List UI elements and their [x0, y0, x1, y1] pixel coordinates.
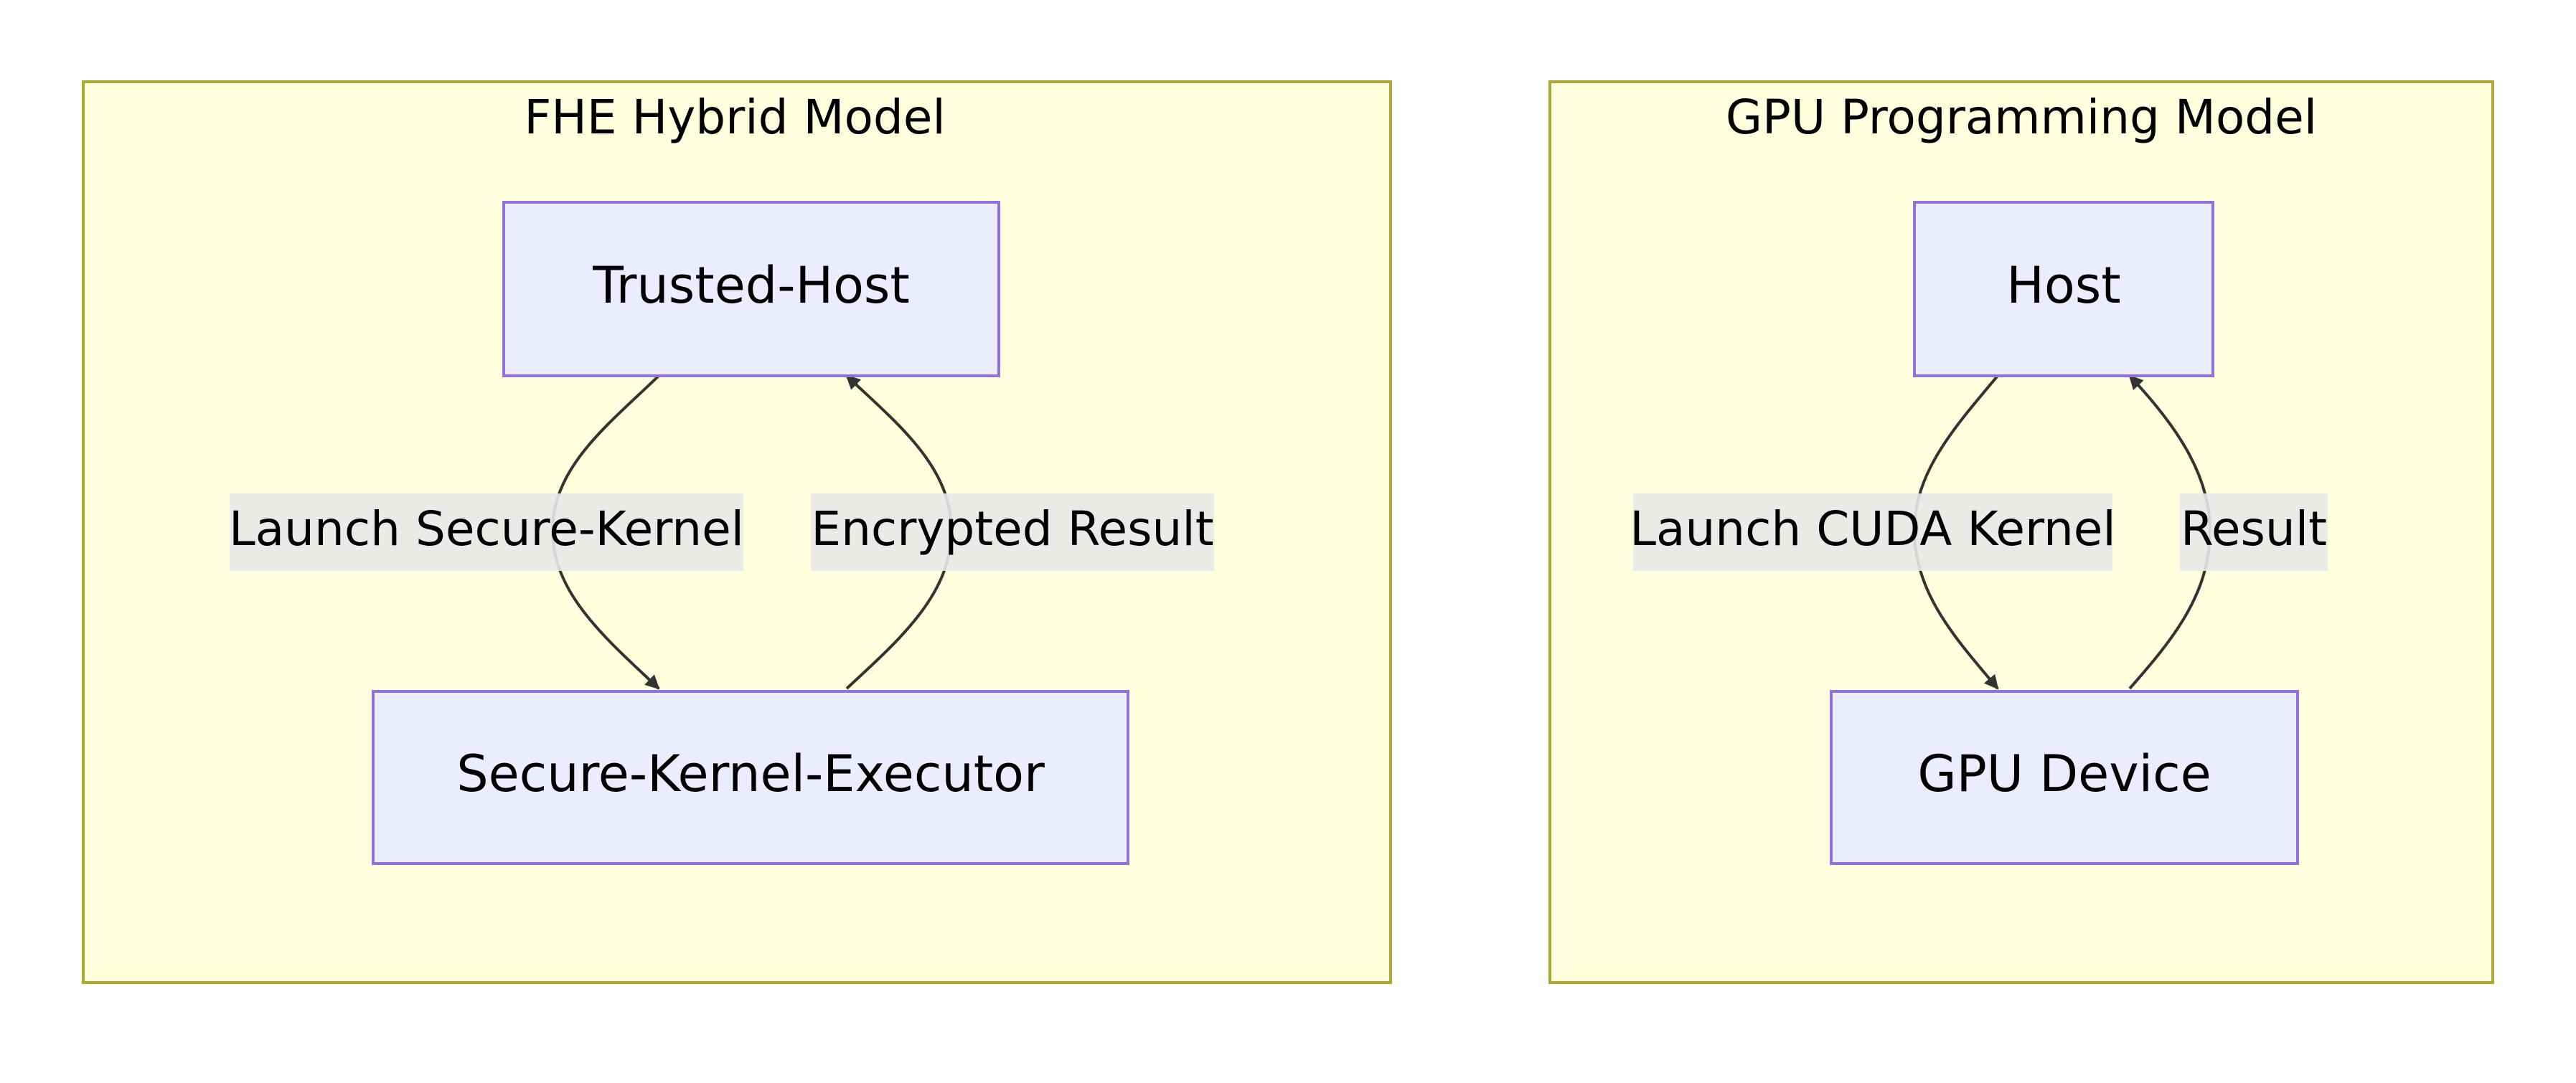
node-gpu-device-label: GPU Device [1917, 744, 2211, 803]
node-secure-kernel-executor[interactable]: Secure-Kernel-Executor [372, 690, 1129, 865]
node-trusted-host[interactable]: Trusted-Host [502, 201, 1000, 377]
node-host-label: Host [2006, 256, 2120, 315]
node-host[interactable]: Host [1913, 201, 2214, 377]
edge-label-result: Result [2180, 493, 2328, 571]
node-secure-kernel-executor-label: Secure-Kernel-Executor [456, 744, 1045, 803]
edge-label-launch-cuda-kernel: Launch CUDA Kernel [1630, 493, 2116, 571]
edge-label-launch-secure-kernel: Launch Secure-Kernel [229, 493, 744, 571]
gpu-programming-model-cluster: GPU Programming Model Host GPU Device La… [1548, 80, 2494, 984]
edge-label-launch-secure-kernel-text: Launch Secure-Kernel [229, 501, 744, 557]
edge-label-encrypted-result: Encrypted Result [811, 493, 1214, 571]
edge-label-encrypted-result-text: Encrypted Result [811, 501, 1213, 557]
edge-label-result-text: Result [2181, 501, 2327, 557]
gpu-cluster-title: GPU Programming Model [1726, 90, 2317, 145]
node-gpu-device[interactable]: GPU Device [1830, 690, 2299, 865]
edge-label-launch-cuda-kernel-text: Launch CUDA Kernel [1630, 501, 2116, 557]
node-trusted-host-label: Trusted-Host [592, 256, 910, 315]
fhe-hybrid-model-cluster: FHE Hybrid Model Trusted-Host Secure-Ker… [82, 80, 1392, 984]
fhe-cluster-title: FHE Hybrid Model [524, 90, 945, 145]
